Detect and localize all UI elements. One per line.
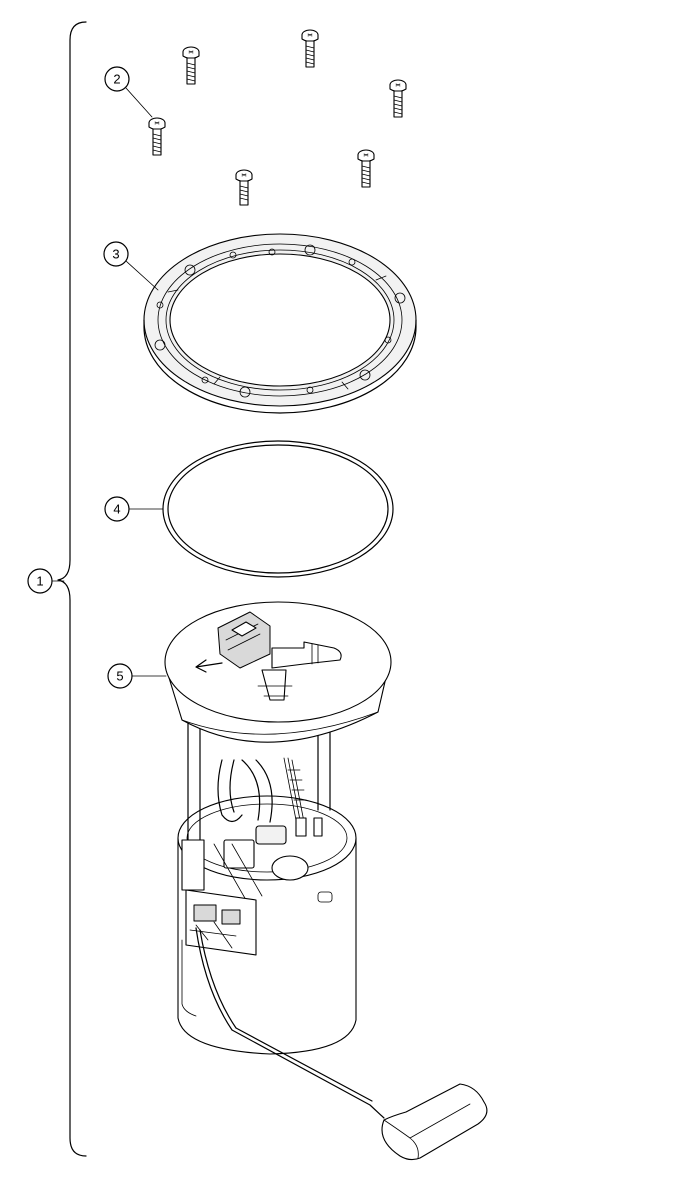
screw-icon-6 — [235, 169, 253, 206]
screw-icon-5 — [357, 149, 375, 188]
callout-3-label: 3 — [112, 247, 119, 262]
callout-5-label: 5 — [116, 669, 123, 684]
callout-2: 2 — [104, 66, 153, 118]
assembly-bracket — [57, 21, 87, 1157]
o-ring-seal-icon — [162, 440, 394, 578]
screw-icon-4 — [148, 117, 166, 156]
fuel-pump-module-icon — [164, 601, 488, 1161]
retaining-ring-icon — [143, 233, 417, 414]
callout-4: 4 — [104, 496, 164, 522]
screw-icon-3 — [389, 79, 407, 118]
callout-5: 5 — [107, 663, 167, 689]
screw-icon-2 — [301, 29, 319, 68]
callout-3: 3 — [103, 241, 159, 291]
callout-1: 1 — [27, 568, 65, 594]
callout-4-label: 4 — [113, 502, 120, 517]
callout-2-label: 2 — [113, 72, 120, 87]
screw-icon-1 — [182, 46, 200, 85]
callout-1-label: 1 — [36, 574, 43, 589]
